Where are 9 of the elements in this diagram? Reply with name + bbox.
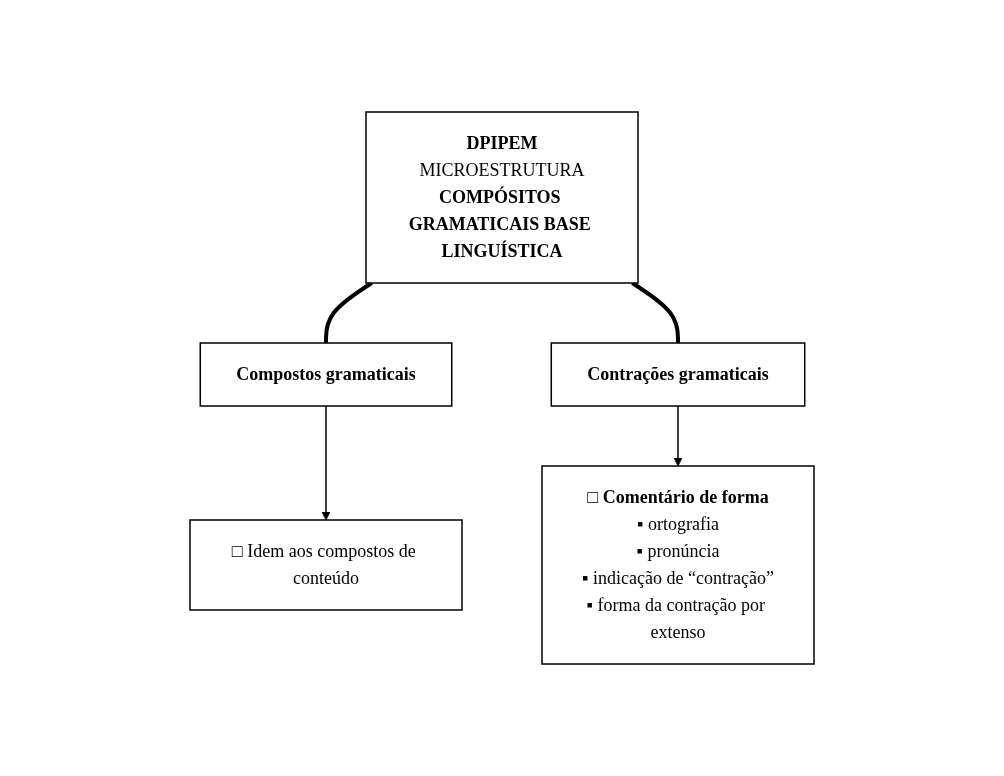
node-box: DPIPEM MICROESTRUTURA COMPÓSITOS GRAMATICAIS BASE LINGUÍSTICA [365,111,639,284]
node-box: Contrações gramaticais [550,342,806,407]
connector [631,281,680,343]
node-box: □ Idem aos compostos de conteúdo [189,519,463,611]
node-box: Compostos gramaticais [199,342,453,407]
node-box: □ Comentário de forma ▪ ortografia ▪ pronúncia ▪ indicação de “contração” ▪ forma da contração por extenso [541,465,815,665]
arrow [321,405,331,521]
arrow [673,405,683,467]
connector [324,281,373,343]
